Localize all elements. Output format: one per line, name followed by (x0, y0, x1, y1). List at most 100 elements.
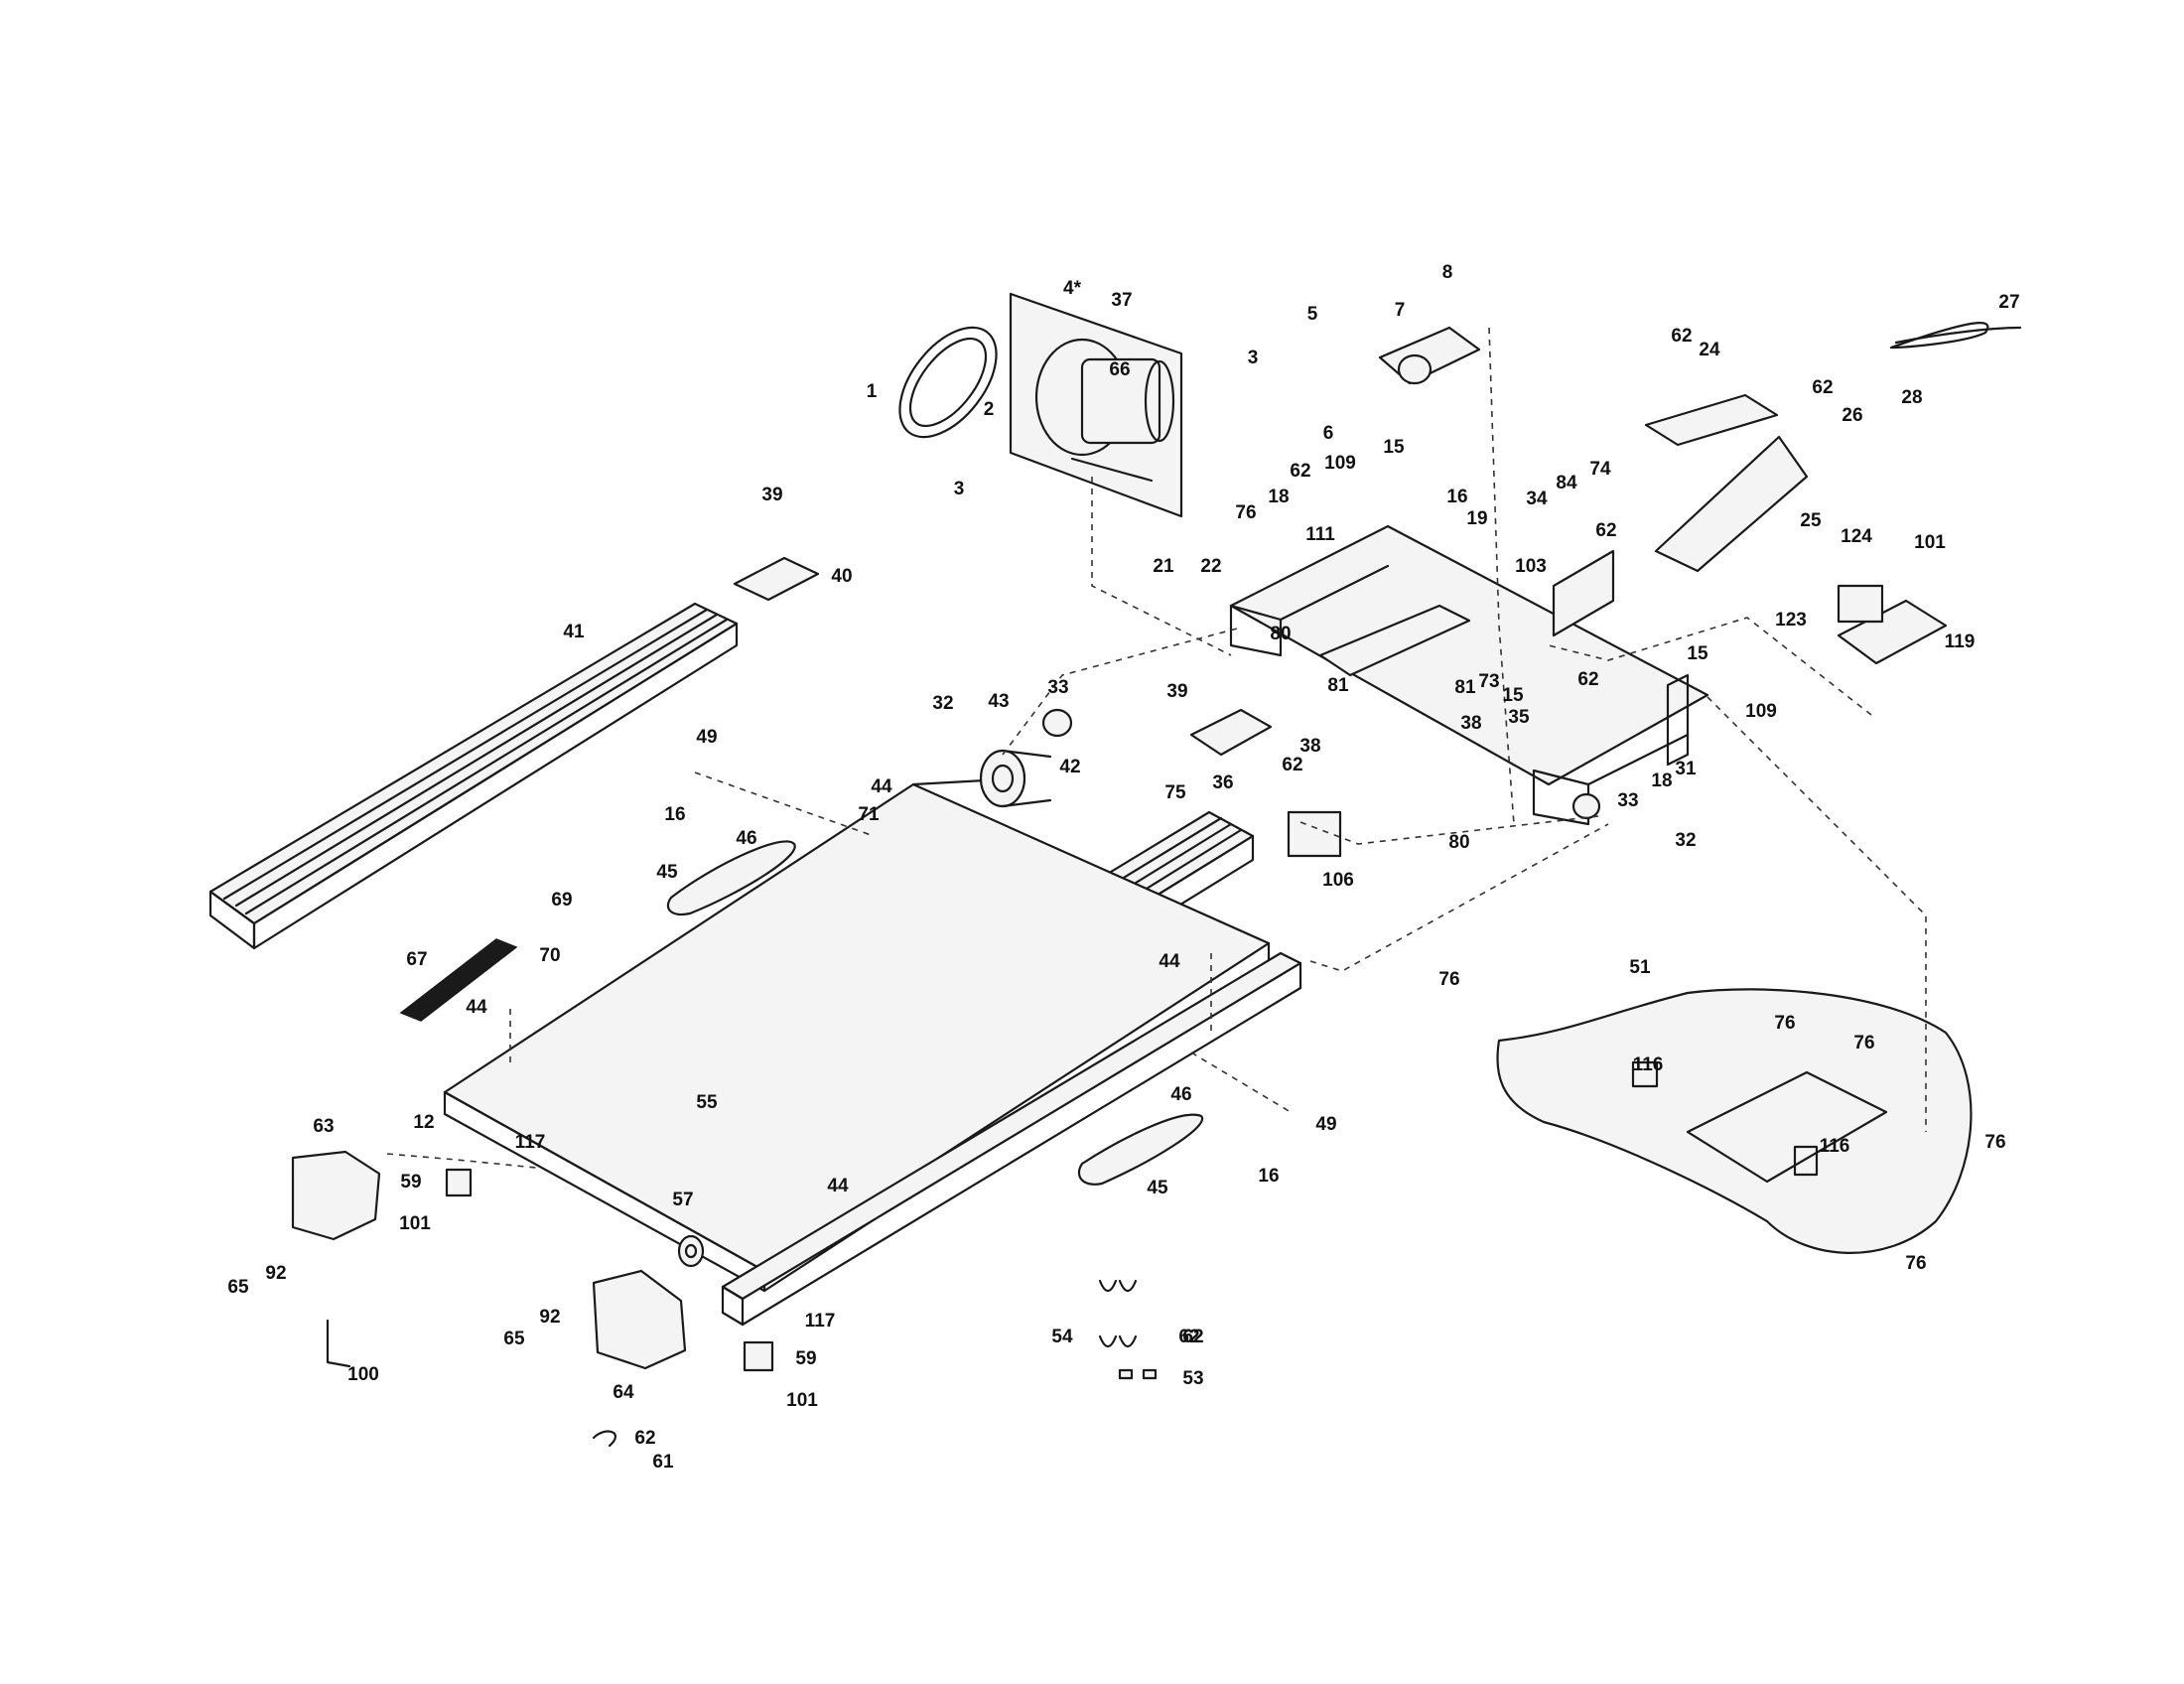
callout-label-16: 16 (1258, 1166, 1279, 1187)
callout-label-65: 65 (227, 1277, 249, 1298)
callout-label-22: 22 (1200, 556, 1221, 577)
footrail-cover-36 (1189, 708, 1273, 757)
callout-label-8: 8 (1442, 262, 1453, 283)
callout-label-66: 66 (1109, 359, 1130, 380)
callout-label-38: 38 (1299, 736, 1320, 757)
callout-label-46: 46 (736, 828, 756, 849)
callout-label-32: 32 (932, 693, 953, 714)
callout-label-124: 124 (1841, 526, 1872, 547)
callout-label-119: 119 (1945, 632, 1976, 652)
callout-label-76: 76 (1984, 1132, 2005, 1153)
callout-label-76: 76 (1774, 1013, 1795, 1034)
callout-label-74: 74 (1589, 459, 1611, 480)
callout-label-54: 54 (1051, 1327, 1073, 1347)
wire-61 (592, 1430, 617, 1448)
rear-foot-59b (743, 1340, 774, 1372)
callout-label-33: 33 (1047, 677, 1068, 698)
callout-label-59: 59 (795, 1348, 816, 1369)
callout-label-76: 76 (1853, 1033, 1874, 1053)
callout-label-49: 49 (1315, 1114, 1336, 1135)
callout-label-62: 62 (1671, 326, 1692, 347)
callout-label-49: 49 (696, 727, 717, 748)
callout-label-1: 1 (867, 381, 878, 402)
callout-label-2: 2 (984, 399, 995, 420)
callout-label-18: 18 (1268, 487, 1289, 507)
controller-board (1644, 393, 1779, 447)
callout-label-67: 67 (406, 949, 427, 970)
frame-tube-lower (721, 951, 1302, 1327)
rear-foot-59a (445, 1168, 473, 1197)
callout-label-44: 44 (466, 997, 487, 1018)
callout-label-32: 32 (1675, 830, 1696, 851)
power-cord (1889, 322, 2022, 350)
callout-label-44: 44 (1159, 951, 1180, 972)
callout-label-55: 55 (696, 1092, 718, 1113)
grip-strip (399, 938, 518, 1022)
motor-controller-plate (1552, 549, 1615, 637)
callout-label-123: 123 (1775, 610, 1807, 631)
callout-label-75: 75 (1164, 782, 1186, 803)
callout-label-65: 65 (503, 1329, 525, 1349)
clips-54 (1098, 1279, 1138, 1348)
motor-hood (1496, 988, 1973, 1254)
callout-label-26: 26 (1842, 405, 1862, 426)
callout-label-76: 76 (1905, 1253, 1926, 1274)
callout-label-62: 62 (1178, 1327, 1199, 1347)
callout-label-18: 18 (1651, 771, 1672, 791)
callout-label-81: 81 (1454, 677, 1476, 698)
callout-label-44: 44 (827, 1176, 849, 1196)
alignment-lines (386, 327, 1927, 1169)
callout-label-62: 62 (1290, 461, 1310, 482)
rubber-foot-45a (666, 840, 796, 916)
callout-label-44: 44 (871, 776, 892, 797)
callout-label-42: 42 (1059, 757, 1080, 777)
callout-label-36: 36 (1212, 772, 1233, 793)
callout-label-80: 80 (1270, 624, 1291, 644)
callout-label-40: 40 (831, 566, 852, 587)
callout-label-69: 69 (551, 890, 572, 911)
callout-label-28: 28 (1901, 387, 1922, 408)
callout-label-64: 64 (613, 1382, 634, 1403)
callout-label-16: 16 (1446, 487, 1467, 507)
callout-label-5: 5 (1307, 304, 1318, 325)
callout-label-62: 62 (1182, 1327, 1203, 1347)
callout-label-46: 46 (1170, 1084, 1191, 1105)
callout-label-3: 3 (954, 479, 965, 499)
callout-label-70: 70 (539, 945, 560, 966)
callout-label-16: 16 (664, 804, 685, 825)
callout-label-92: 92 (265, 1263, 286, 1284)
callout-label-25: 25 (1800, 510, 1822, 531)
callout-label-38: 38 (1460, 713, 1481, 734)
callout-label-21: 21 (1153, 556, 1174, 577)
rear-end-cap-right (592, 1269, 687, 1370)
callout-label-15: 15 (1687, 643, 1708, 664)
callout-label-15: 15 (1383, 437, 1405, 458)
wheel-33a (1041, 708, 1073, 738)
callout-label-43: 43 (988, 691, 1009, 712)
callout-label-15: 15 (1502, 685, 1524, 706)
motor-mount-bracket (1287, 810, 1342, 858)
callout-label-57: 57 (672, 1190, 693, 1210)
callout-label-81: 81 (1327, 675, 1349, 696)
callout-label-63: 63 (313, 1116, 334, 1137)
callout-label-7: 7 (1395, 300, 1406, 321)
callout-label-39: 39 (761, 485, 782, 505)
callout-label-39: 39 (1166, 681, 1187, 702)
callout-label-3: 3 (1248, 348, 1259, 368)
callout-label-59: 59 (400, 1172, 421, 1193)
callout-label-71: 71 (858, 804, 880, 825)
callout-label-109: 109 (1324, 453, 1356, 474)
callout-label-111: 111 (1305, 524, 1335, 545)
callout-label-100: 100 (347, 1364, 379, 1385)
callout-label-24: 24 (1699, 340, 1720, 360)
callout-label-6: 6 (1323, 423, 1334, 444)
rear-end-cap-left (291, 1150, 381, 1241)
callout-label-117: 117 (805, 1311, 836, 1332)
callout-label-31: 31 (1675, 759, 1697, 779)
callout-label-12: 12 (413, 1112, 434, 1133)
callout-label-117: 117 (515, 1132, 546, 1153)
callout-label-61: 61 (652, 1452, 674, 1473)
callout-label-101: 101 (786, 1390, 818, 1411)
drive-belt (898, 326, 998, 439)
callout-label-62: 62 (634, 1428, 655, 1449)
